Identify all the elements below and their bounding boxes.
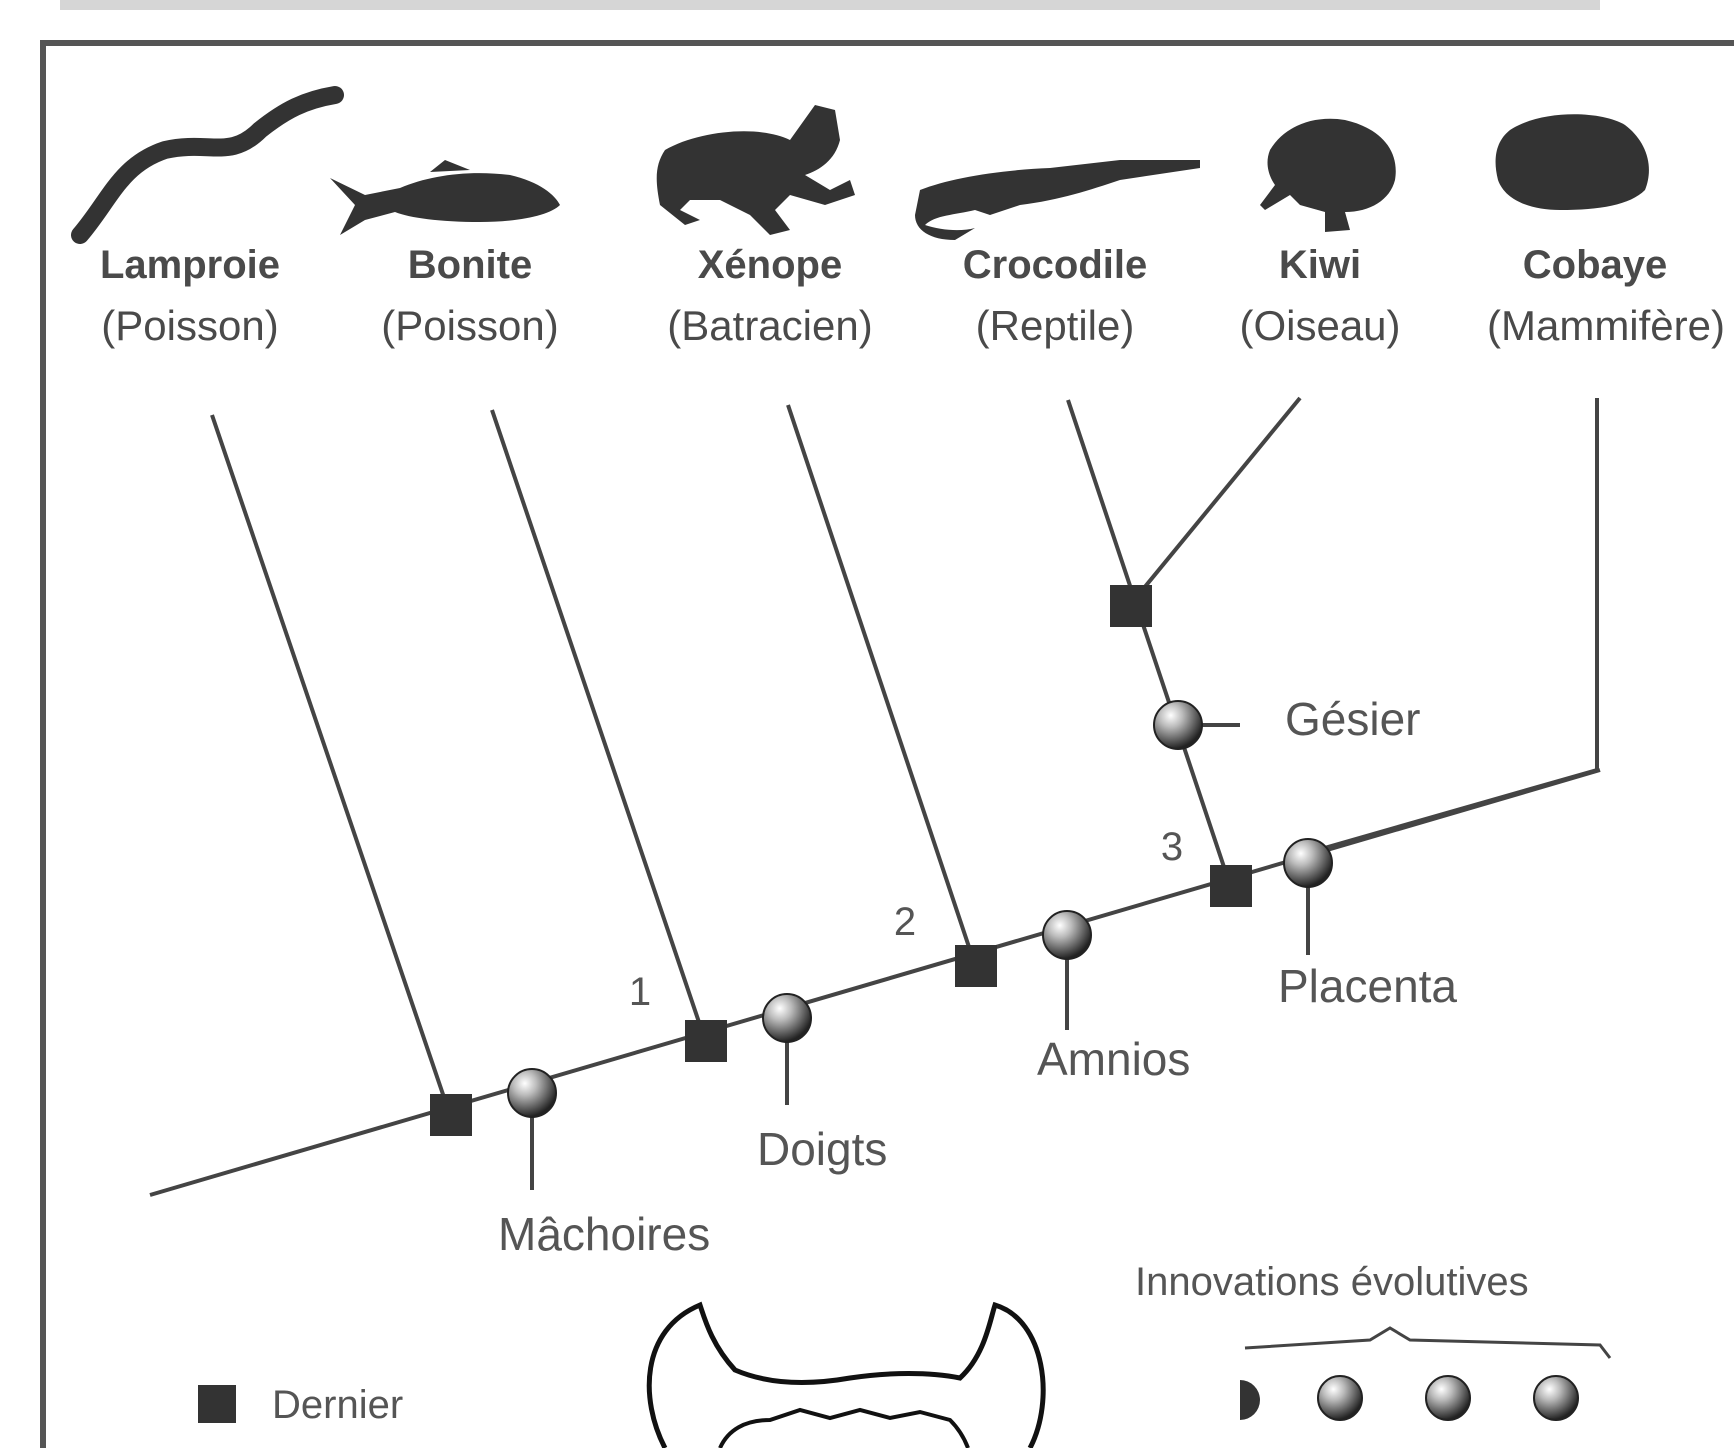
legend-brace	[1245, 1328, 1610, 1358]
taxon-name-bonite: Bonite	[408, 243, 532, 287]
innovation-ball-doigts	[763, 994, 811, 1042]
node-square-kiwi	[1110, 585, 1152, 627]
node-number-1: 1	[629, 970, 651, 1014]
taxon-group-bonite: (Poisson)	[381, 302, 558, 349]
taxon-label-crocodile: Crocodile (Reptile)	[963, 243, 1147, 349]
branch-lamproie	[212, 415, 450, 1115]
taxon-group-kiwi: (Oiseau)	[1239, 302, 1400, 349]
taxon-group-crocodile: (Reptile)	[976, 302, 1135, 349]
taxon-name-lamproie: Lamproie	[100, 243, 280, 287]
taxon-label-bonite: Bonite (Poisson)	[381, 243, 558, 349]
innovation-ball-placenta	[1284, 839, 1332, 887]
top-scan-edge	[60, 0, 1600, 10]
legend-ball-2	[1426, 1376, 1470, 1420]
branch-crocodile	[1068, 400, 1230, 885]
node-number-3: 3	[1161, 825, 1183, 869]
guinea-pig-silhouette	[1496, 114, 1649, 210]
taxon-label-lamproie: Lamproie (Poisson)	[100, 243, 280, 349]
frame-left-border	[40, 40, 46, 1448]
branch-kiwi	[1130, 398, 1300, 605]
node-square-lamproie	[430, 1094, 472, 1136]
innovation-label-gesier: Gésier	[1285, 693, 1420, 745]
lamprey-silhouette	[80, 95, 335, 235]
legend-innovations-title: Innovations évolutives	[1135, 1260, 1529, 1304]
legend-ball-1	[1318, 1376, 1362, 1420]
frame-top-border	[40, 40, 1734, 46]
taxon-group-xenope: (Batracien)	[667, 302, 872, 349]
legend-ball-3	[1534, 1376, 1578, 1420]
xenopus-frog-silhouette	[657, 105, 855, 235]
branch-cobaye	[1300, 398, 1597, 855]
legend-ball-partial-mask	[1215, 1375, 1240, 1430]
node-number-2: 2	[894, 900, 916, 944]
taxon-group-lamproie: (Poisson)	[101, 302, 278, 349]
node-square-2	[955, 945, 997, 987]
taxon-label-cobaye: Cobaye (Mammifère)	[1487, 243, 1725, 349]
branch-bonite	[492, 410, 705, 1040]
innovation-ball-machoires	[508, 1069, 556, 1117]
taxon-name-kiwi: Kiwi	[1279, 243, 1361, 287]
taxon-label-xenope: Xénope (Batracien)	[667, 243, 872, 349]
innovation-label-doigts: Doigts	[757, 1123, 887, 1175]
innovation-ball-amnios	[1043, 911, 1091, 959]
kiwi-silhouette	[1260, 119, 1396, 232]
legend-square-label: Dernier	[272, 1383, 403, 1427]
node-square-3	[1210, 865, 1252, 907]
innovation-ball-gesier	[1154, 701, 1202, 749]
taxon-name-cobaye: Cobaye	[1523, 243, 1668, 287]
legend-square-icon	[198, 1385, 236, 1423]
hand-drawn-doodle-inner	[720, 1410, 968, 1448]
taxon-name-xenope: Xénope	[698, 243, 842, 287]
innovation-label-placenta: Placenta	[1278, 960, 1457, 1012]
crocodile-silhouette	[915, 160, 1200, 240]
branch-xenope	[788, 405, 975, 965]
taxon-name-crocodile: Crocodile	[963, 243, 1147, 287]
taxon-group-cobaye: (Mammifère)	[1487, 302, 1725, 349]
innovation-label-machoires: Mâchoires	[498, 1208, 710, 1260]
node-square-1	[685, 1020, 727, 1062]
innovation-label-amnios: Amnios	[1037, 1033, 1190, 1085]
taxon-label-kiwi: Kiwi (Oiseau)	[1239, 243, 1400, 349]
bonito-fish-silhouette	[330, 160, 560, 235]
hand-drawn-doodle	[649, 1305, 1043, 1448]
